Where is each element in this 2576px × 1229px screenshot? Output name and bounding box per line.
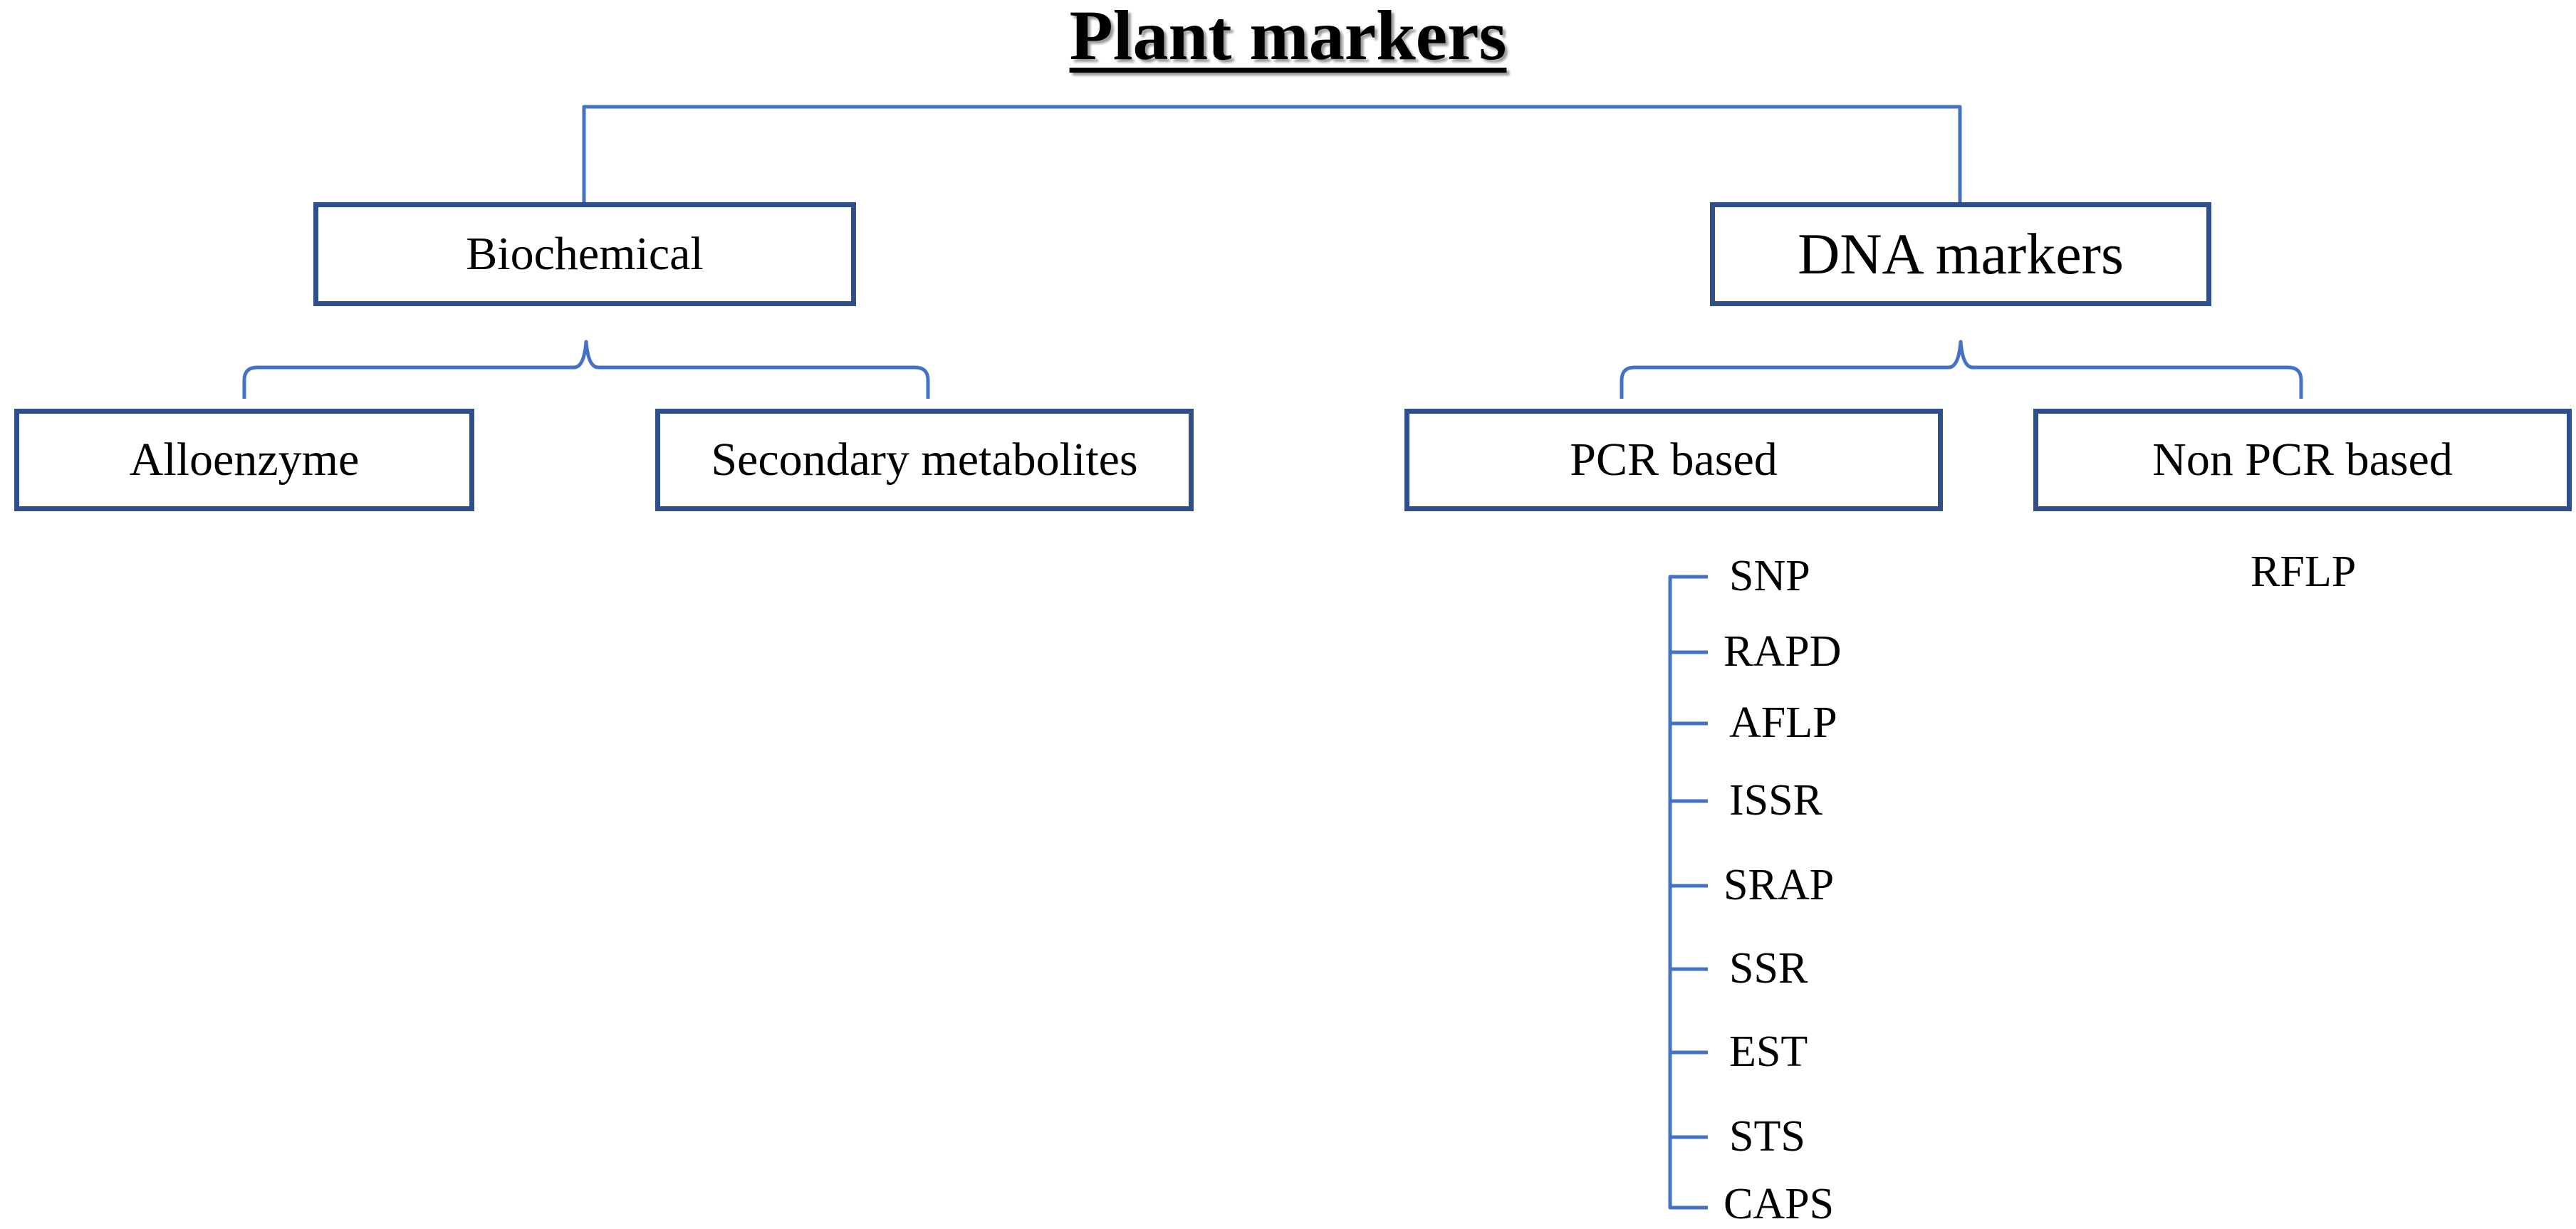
- marker-issr: ISSR: [1729, 776, 1823, 825]
- biochemical-brace: [242, 340, 930, 399]
- node-pcr-based: PCR based: [1404, 409, 1943, 511]
- dna-brace: [1620, 340, 2303, 399]
- node-alloenzyme: Alloenzyme: [14, 409, 474, 511]
- marker-snp: SNP: [1729, 552, 1810, 600]
- marker-rflp: RFLP: [2251, 548, 2357, 596]
- marker-est: EST: [1729, 1027, 1808, 1076]
- node-biochemical: Biochemical: [313, 202, 856, 306]
- node-non-pcr-based: Non PCR based: [2033, 409, 2572, 511]
- marker-ssr: SSR: [1729, 944, 1808, 993]
- pcr-list-spine: [1668, 575, 1708, 1210]
- page-title: Plant markers: [1069, 0, 1507, 75]
- node-pcr-based-label: PCR based: [1570, 434, 1778, 486]
- root-bracket: [582, 105, 1962, 205]
- marker-aflp: AFLP: [1729, 699, 1837, 747]
- node-secondary-metabolites-label: Secondary metabolites: [711, 434, 1138, 486]
- marker-caps: CAPS: [1724, 1180, 1835, 1228]
- marker-sts: STS: [1729, 1112, 1805, 1161]
- node-biochemical-label: Biochemical: [466, 228, 704, 280]
- marker-rapd: RAPD: [1724, 627, 1842, 676]
- node-non-pcr-based-label: Non PCR based: [2152, 434, 2453, 486]
- node-dna-markers-label: DNA markers: [1798, 221, 2124, 286]
- node-alloenzyme-label: Alloenzyme: [129, 434, 360, 486]
- node-dna-markers: DNA markers: [1710, 202, 2211, 306]
- marker-srap: SRAP: [1724, 861, 1835, 909]
- node-secondary-metabolites: Secondary metabolites: [655, 409, 1194, 511]
